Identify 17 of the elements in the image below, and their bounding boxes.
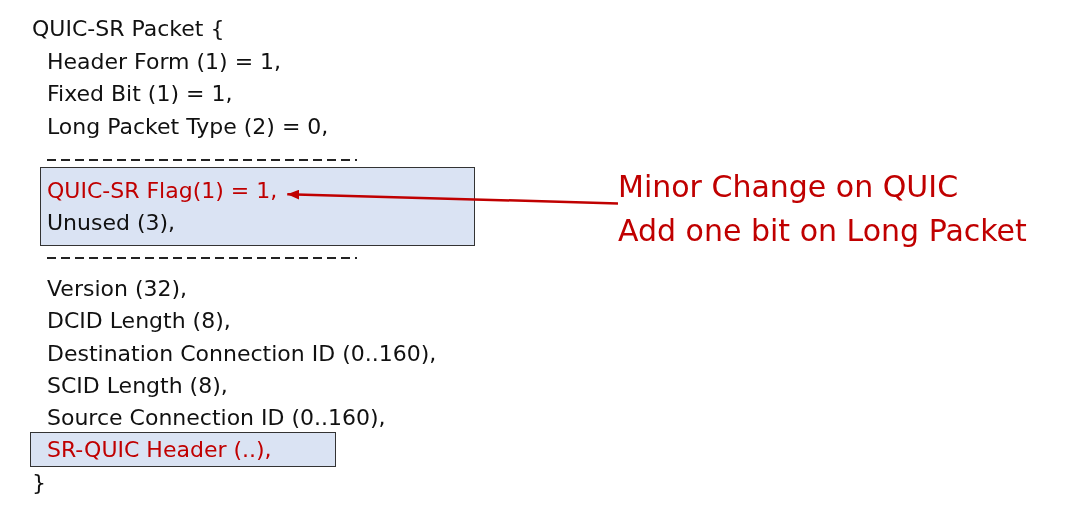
code-line: QUIC-SR Packet { xyxy=(32,15,225,43)
annotation-text: Minor Change on QUIC xyxy=(618,168,960,206)
code-line: Long Packet Type (2) = 0, xyxy=(47,113,329,141)
field-text: Unused (3), xyxy=(47,208,176,238)
code-line: DCID Length (8), xyxy=(47,307,231,335)
code-line: Fixed Bit (1) = 1, xyxy=(47,80,233,108)
field-text: QUIC-SR Flag(1) = 1, xyxy=(47,176,288,206)
highlighted-field: SR-QUIC Header (..), xyxy=(30,432,336,467)
arrow xyxy=(287,189,619,205)
code-line: SCID Length (8), xyxy=(47,372,228,400)
code-line: Version (32), xyxy=(47,275,188,303)
code-line: Source Connection ID (0..160), xyxy=(47,404,386,432)
closing-brace: } xyxy=(32,469,46,497)
code-line: Header Form (1) = 1, xyxy=(47,48,282,76)
code-line: Destination Connection ID (0..160), xyxy=(47,340,437,368)
highlight-box xyxy=(40,167,475,246)
annotation-text: Add one bit on Long Packet xyxy=(618,212,1027,250)
